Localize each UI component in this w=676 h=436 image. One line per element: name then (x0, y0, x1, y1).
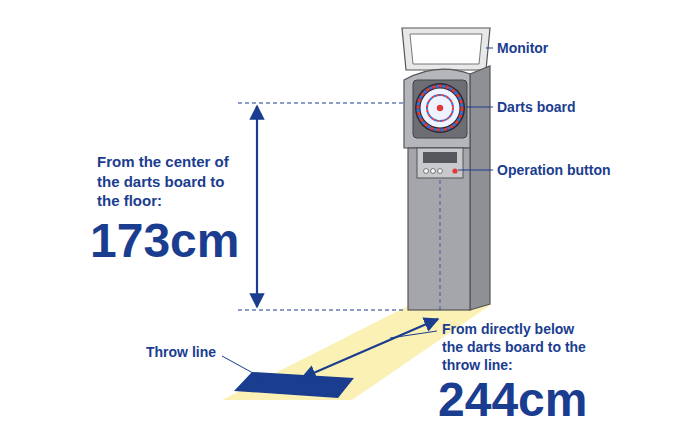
cabinet-body (408, 148, 470, 310)
part-label-box: Operation button (497, 162, 611, 179)
leader-line (222, 356, 262, 378)
leader-line (486, 48, 493, 49)
button-panel (417, 148, 463, 178)
part-label-box: Throw line (146, 344, 216, 361)
dashed-guide (440, 180, 441, 310)
darts-board-symbol (415, 83, 465, 133)
board-surround (413, 80, 467, 138)
dimension-value: 244cm (438, 376, 587, 424)
dimension-arrow (256, 106, 258, 307)
dimension-value: 173cm (90, 217, 239, 265)
leader-line (466, 107, 493, 108)
button-symbol (431, 169, 436, 174)
dimension-value-box: 244cm (438, 376, 587, 424)
part-label: Operation button (497, 162, 611, 179)
cabinet-head (404, 69, 470, 148)
button-symbol (452, 168, 457, 173)
dimension-note: From directly below the darts board to t… (442, 320, 594, 375)
part-label-box: Darts board (497, 99, 576, 116)
part-label: Monitor (497, 40, 548, 57)
dashed-guide (238, 309, 406, 310)
leader-line (458, 170, 493, 171)
button-symbol (438, 169, 443, 174)
throw-line-bar (234, 372, 354, 398)
dimension-note-box: From the center of the darts board to th… (97, 152, 247, 211)
panel-display (423, 152, 457, 163)
dimension-note-box: From directly below the darts board to t… (442, 320, 594, 375)
dimension-value-box: 173cm (90, 217, 239, 265)
monitor-screen (410, 34, 482, 64)
cabinet-side (470, 66, 490, 310)
part-label-box: Monitor (497, 40, 548, 57)
monitor-frame (402, 28, 490, 70)
dimension-note: From the center of the darts board to th… (97, 152, 247, 211)
part-label: Darts board (497, 99, 576, 116)
part-label: Throw line (146, 344, 216, 361)
button-symbol (424, 169, 429, 174)
dimension-arrow (302, 319, 438, 378)
